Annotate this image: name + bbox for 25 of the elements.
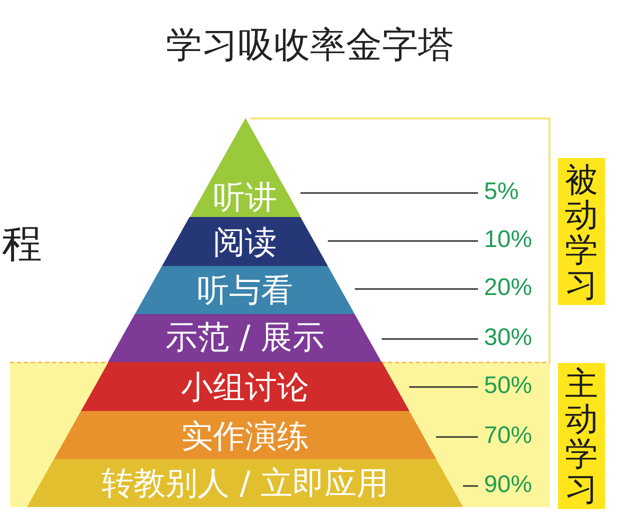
percentage-label: 70% — [484, 424, 532, 448]
percentage-label: 30% — [484, 326, 532, 350]
leader-line — [382, 338, 478, 340]
leader-line — [463, 485, 478, 487]
percentage-label: 20% — [484, 276, 532, 300]
heading-fragment: 程 — [2, 224, 42, 264]
pyramid-tier: 转教别人 / 立即应用 — [27, 459, 463, 507]
percentage-label: 90% — [484, 473, 532, 497]
leader-line — [409, 386, 478, 388]
category-tag: 主动学习 — [558, 363, 605, 509]
leader-line — [436, 436, 478, 438]
pyramid-tier: 小组讨论 — [80, 362, 410, 411]
percentage-label: 50% — [484, 374, 532, 398]
title: 学习吸收率金字塔 — [166, 28, 454, 64]
pyramid-tier: 听讲 — [190, 118, 300, 217]
pyramid-tier: 阅读 — [162, 217, 328, 266]
leader-line — [300, 192, 478, 194]
leader-line — [328, 240, 478, 242]
category-tag: 被动学习 — [558, 158, 605, 305]
pyramid-tier: 实作演练 — [54, 411, 436, 459]
pyramid-tier: 听与看 — [135, 266, 355, 314]
percentage-label: 5% — [484, 180, 519, 204]
pyramid-tier: 示范 / 展示 — [108, 314, 382, 362]
percentage-label: 10% — [484, 228, 532, 252]
leader-line — [354, 288, 478, 290]
